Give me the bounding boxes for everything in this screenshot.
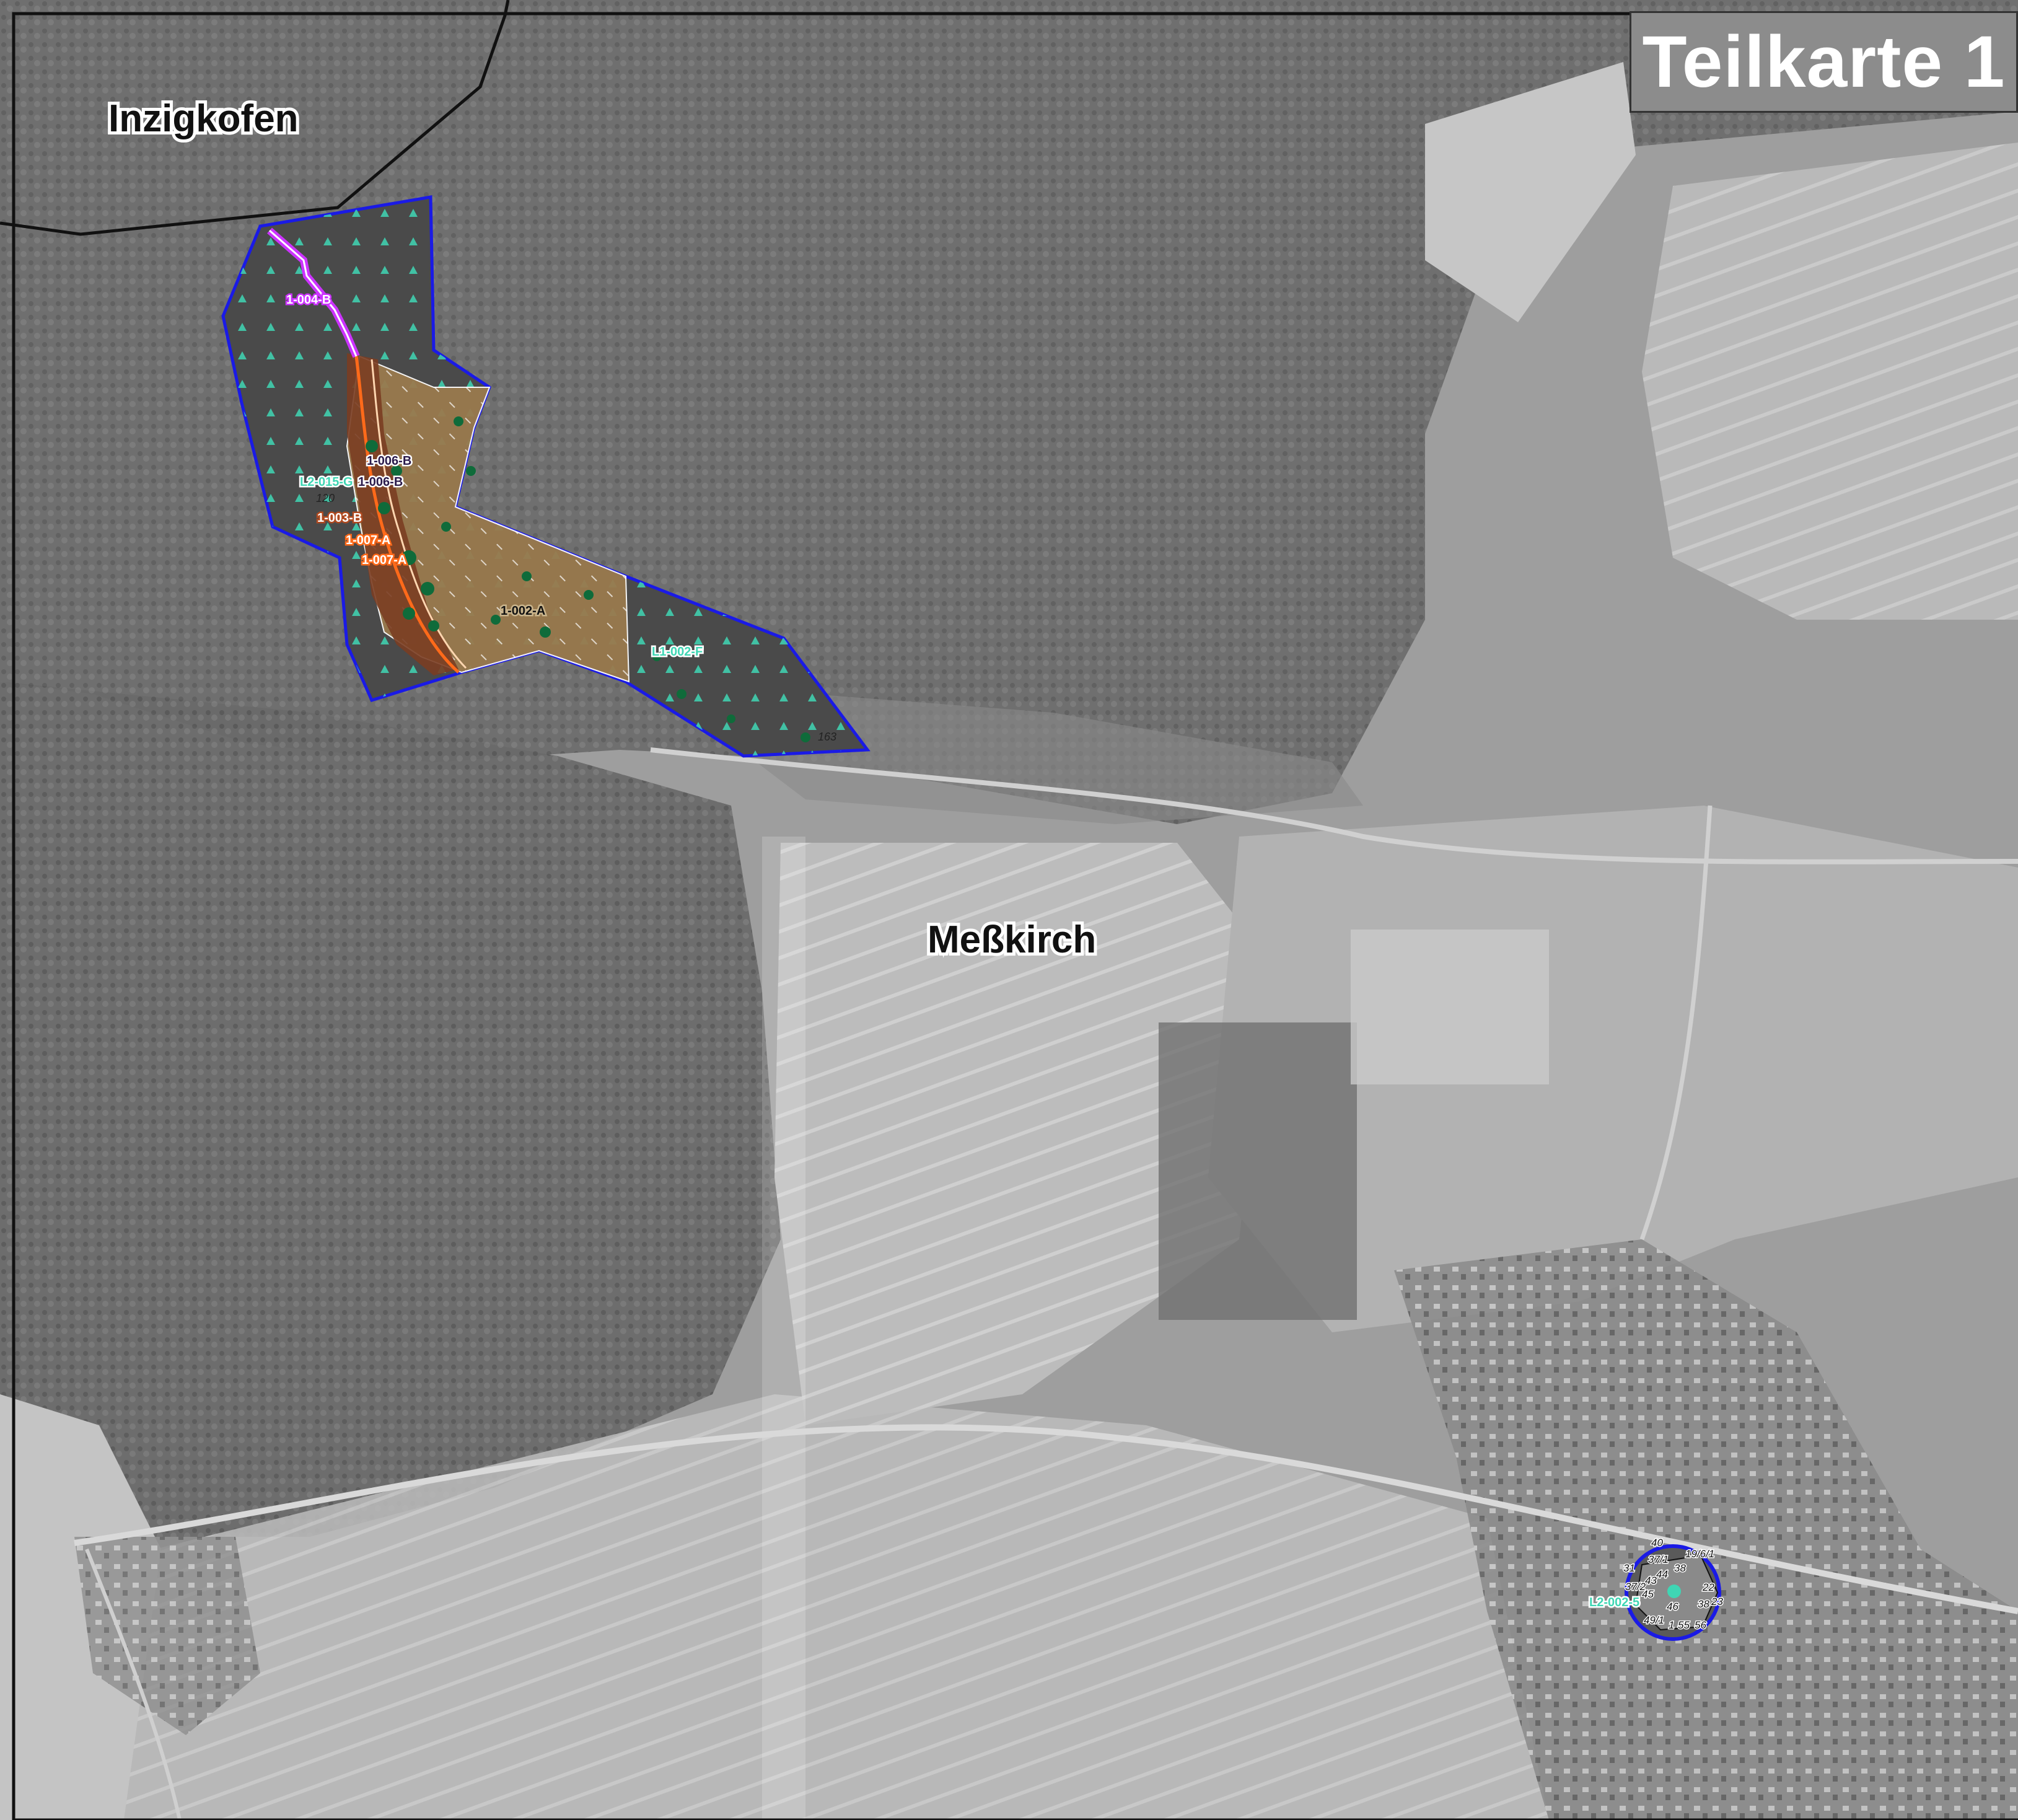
label-l1-002-f: L1-002-F bbox=[652, 645, 703, 659]
label-1-003-b: 1-003-B bbox=[317, 511, 362, 525]
svg-text:23: 23 bbox=[1711, 1596, 1723, 1607]
label-1-004-b: 1-004-B bbox=[286, 293, 331, 307]
svg-text:37/1: 37/1 bbox=[1648, 1554, 1669, 1565]
svg-text:44: 44 bbox=[1656, 1568, 1668, 1580]
village-point-symbol bbox=[1667, 1585, 1681, 1598]
svg-text:38: 38 bbox=[1674, 1562, 1686, 1574]
svg-text:55: 55 bbox=[1678, 1619, 1690, 1631]
place-name-inzigkofen: Inzigkofen bbox=[108, 97, 299, 140]
field-dark-strip bbox=[1159, 1022, 1357, 1320]
field-southwest bbox=[0, 1394, 161, 1820]
svg-text:45: 45 bbox=[1642, 1588, 1654, 1600]
svg-text:40: 40 bbox=[1651, 1537, 1663, 1549]
path-1-004-b-center bbox=[269, 229, 358, 357]
road-southwest bbox=[85, 1548, 182, 1820]
village-west bbox=[74, 1537, 260, 1735]
svg-text:37/2: 37/2 bbox=[1625, 1581, 1646, 1593]
label-163: 163 bbox=[818, 731, 836, 743]
forest-south-west bbox=[0, 682, 781, 1537]
svg-text:49/1: 49/1 bbox=[1644, 1614, 1664, 1626]
label-1-002-a: 1-002-A bbox=[501, 604, 545, 618]
tree-symbols bbox=[366, 416, 810, 742]
title-box: Teilkarte 1 bbox=[1630, 11, 2018, 113]
map-title: Teilkarte 1 bbox=[1642, 21, 2006, 103]
svg-text:22: 22 bbox=[1702, 1581, 1714, 1593]
label-1-007-a-1: 1-007-A bbox=[346, 534, 390, 547]
label-l2-015-g: L2-015-G bbox=[300, 475, 353, 489]
field-vertical-band bbox=[762, 837, 805, 1820]
svg-text:1: 1 bbox=[1669, 1619, 1674, 1631]
field-light-strip bbox=[1351, 930, 1549, 1084]
svg-text:19/6/1: 19/6/1 bbox=[1685, 1548, 1714, 1560]
label-1-006-b-top: 1-006-B bbox=[367, 454, 411, 468]
map-frame bbox=[12, 12, 2018, 1820]
label-l2-002-5: L2-002-5 bbox=[1589, 1596, 1639, 1609]
svg-text:43: 43 bbox=[1645, 1575, 1657, 1586]
village-area bbox=[1394, 1239, 2018, 1820]
label-1-006-b-mid: 1-006-B bbox=[358, 475, 403, 489]
svg-text:38: 38 bbox=[1698, 1598, 1709, 1610]
field-south bbox=[124, 1394, 1549, 1820]
svg-text:31: 31 bbox=[1623, 1562, 1635, 1574]
road-east bbox=[1639, 805, 1713, 1241]
place-name-messkirch: Meßkirch bbox=[928, 918, 1096, 961]
stream-corridor-1-007-a[interactable] bbox=[347, 353, 458, 675]
label-120: 120 bbox=[316, 492, 335, 504]
svg-text:46: 46 bbox=[1667, 1601, 1678, 1612]
stream-line-1 bbox=[354, 356, 460, 674]
road-north bbox=[650, 747, 2018, 864]
field-center bbox=[774, 843, 1270, 1425]
field-east-upper bbox=[1642, 143, 2018, 620]
field-north-clearing bbox=[1425, 62, 1636, 322]
svg-text:56: 56 bbox=[1695, 1619, 1706, 1631]
parcel-numbers: 40 37/1 19/6/1 31 44 43 38 37/2 45 46 22… bbox=[1623, 1536, 1724, 1632]
road-main bbox=[74, 1424, 2018, 1614]
stream-line-2 bbox=[371, 359, 467, 669]
label-1-007-a-2: 1-007-A bbox=[362, 553, 406, 567]
